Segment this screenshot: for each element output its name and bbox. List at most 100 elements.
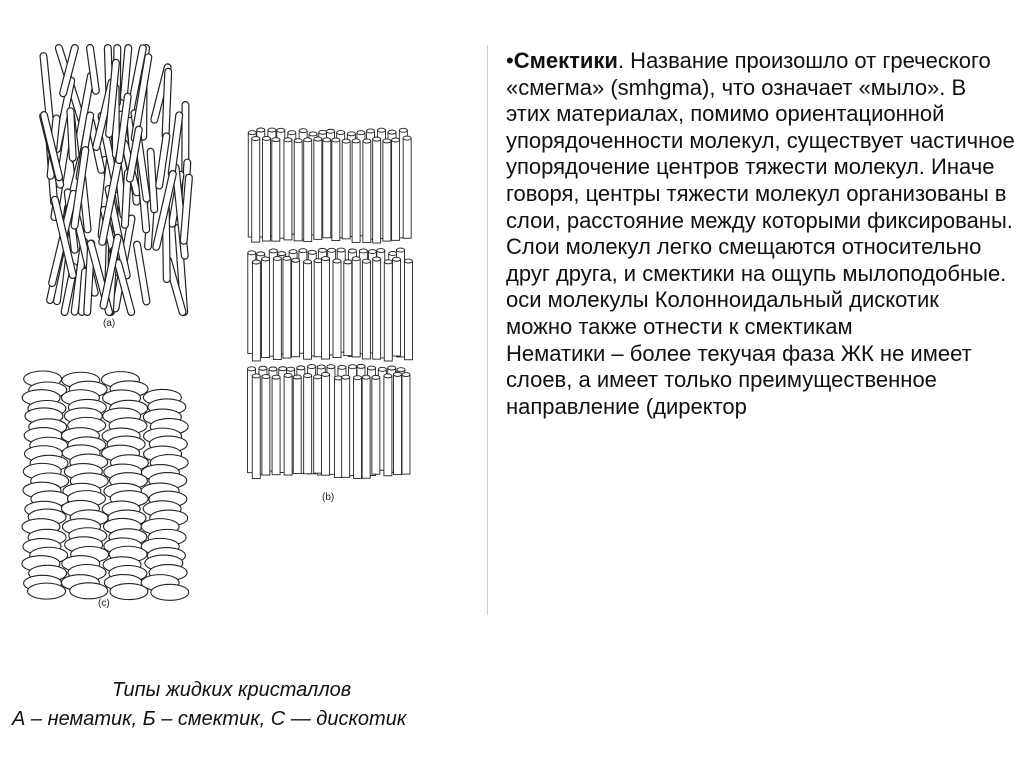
- discotic-paragraph: можно также отнести к смектикам: [506, 313, 853, 339]
- cylinder: [313, 260, 323, 358]
- cylinder-top: [351, 138, 361, 144]
- cylinder-top: [372, 256, 382, 262]
- cylinder: [313, 376, 323, 474]
- cylinder-top: [398, 127, 408, 133]
- rod-fill: [79, 268, 88, 315]
- cylinder-top: [313, 374, 323, 380]
- cylinder-top: [247, 366, 256, 372]
- cylinder-top: [313, 258, 323, 264]
- rod-fill: [99, 146, 124, 245]
- cylinder: [402, 137, 412, 239]
- cylinder-top: [271, 137, 281, 143]
- rod-fill: [115, 260, 135, 315]
- cylinder-top: [251, 259, 261, 265]
- cylinder-top: [348, 364, 358, 370]
- cylinder-top: [278, 366, 288, 372]
- cylinder: [382, 140, 392, 242]
- cylinder-top: [353, 375, 362, 381]
- cylinder: [313, 138, 323, 240]
- cylinder: [331, 139, 341, 241]
- rod-fill: [168, 112, 183, 177]
- cylinder: [404, 260, 413, 361]
- cylinder-top: [291, 257, 301, 263]
- liquid-crystal-illustrations: (a) (b) (c): [0, 0, 490, 640]
- cylinder-top: [367, 365, 376, 371]
- cylinder-top: [308, 131, 318, 137]
- column-divider: [487, 45, 488, 615]
- cylinder: [251, 261, 261, 362]
- cylinder-top: [307, 364, 317, 370]
- cylinder-top: [267, 127, 277, 133]
- cylinder: [343, 261, 353, 357]
- cylinder-top: [272, 256, 282, 261]
- cylinder: [303, 139, 313, 242]
- rod-fill: [162, 68, 171, 139]
- cylinder-top: [247, 130, 257, 136]
- cylinder-top: [343, 259, 353, 265]
- cylinder: [391, 139, 401, 241]
- smectics-term: Смектики: [513, 48, 618, 73]
- cylinder-top: [387, 129, 397, 135]
- cylinder-top: [247, 250, 257, 256]
- disk: [109, 583, 149, 601]
- cylinder-top: [303, 373, 313, 379]
- cylinder: [282, 257, 292, 359]
- cylinder-top: [261, 374, 271, 379]
- cylinder-top: [318, 129, 328, 135]
- smectics-description: . Название произошло от греческого «смег…: [506, 48, 1015, 313]
- cylinder: [332, 260, 342, 358]
- cylinder-top: [372, 136, 382, 142]
- cylinder: [383, 375, 393, 477]
- cylinder-top: [383, 259, 393, 265]
- cylinder: [251, 375, 261, 480]
- figure-label-a: (a): [103, 318, 116, 329]
- cylinder-top: [336, 247, 346, 253]
- cylinder: [391, 258, 401, 357]
- rod-fill: [156, 133, 170, 189]
- cylinder-top: [262, 136, 271, 141]
- disk: [27, 582, 67, 600]
- cylinder-top: [396, 247, 405, 253]
- cylinder: [371, 376, 381, 475]
- nematic-figure: [39, 44, 193, 316]
- cylinder-top: [358, 248, 368, 254]
- text-panel: •Смектики. Название произошло от греческ…: [506, 48, 1016, 420]
- cylinder-top: [321, 256, 330, 261]
- cylinder-top: [287, 130, 297, 136]
- cylinder: [272, 258, 282, 360]
- cylinder: [283, 374, 293, 476]
- figure-label-c: (c): [98, 598, 110, 609]
- cylinder-top: [271, 374, 281, 380]
- cylinder-top: [251, 373, 261, 379]
- cylinder-top: [307, 249, 317, 255]
- cylinder-top: [317, 247, 327, 253]
- rod-fill: [127, 45, 146, 117]
- smectics-paragraph: •Смектики. Название произошло от греческ…: [506, 48, 1016, 314]
- cylinder-top: [316, 364, 326, 370]
- cylinder-top: [371, 374, 381, 380]
- cylinder: [261, 376, 271, 476]
- cylinder: [303, 261, 313, 360]
- cylinder-top: [351, 256, 361, 262]
- rod-fill: [106, 59, 119, 137]
- cylinder: [271, 139, 281, 242]
- cylinder-top: [293, 138, 303, 144]
- cylinder-top: [402, 135, 412, 141]
- smectic-figure: [247, 127, 413, 480]
- cylinder: [303, 375, 313, 475]
- cylinder-top: [313, 136, 323, 142]
- cylinder-top: [251, 136, 261, 142]
- disk: [69, 582, 109, 600]
- cylinder-top: [377, 366, 387, 372]
- cylinder-top: [258, 365, 268, 371]
- cylinder-top: [388, 251, 398, 256]
- cylinder-top: [356, 130, 366, 136]
- cylinder: [353, 377, 362, 479]
- rod-fill: [180, 174, 192, 244]
- cylinder-top: [404, 258, 413, 264]
- cylinder-top: [298, 128, 308, 134]
- rod-fill: [127, 126, 142, 182]
- nematics-paragraph: Нематики – более текучая фаза ЖК не имее…: [506, 340, 972, 419]
- cylinder-top: [391, 137, 401, 143]
- cylinder: [401, 374, 411, 475]
